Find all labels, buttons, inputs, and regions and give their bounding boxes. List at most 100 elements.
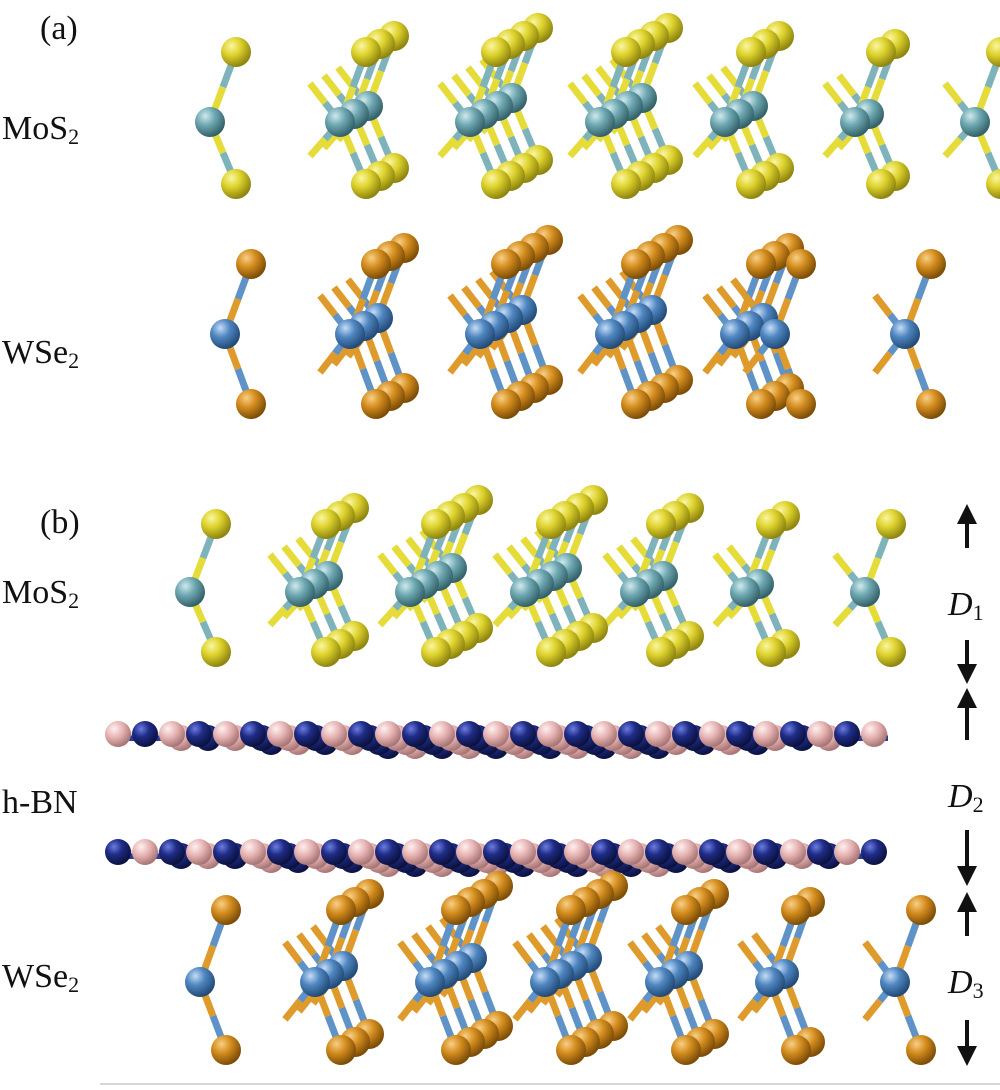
nitrogen-atom xyxy=(267,839,293,865)
bond xyxy=(512,940,533,965)
bond xyxy=(577,293,598,317)
bond xyxy=(267,552,288,576)
boron-atom xyxy=(213,721,239,747)
selenium-atom xyxy=(746,389,776,419)
sulfur-atom xyxy=(221,169,251,199)
bond xyxy=(602,552,623,576)
nitrogen-atom xyxy=(105,839,131,865)
nitrogen-atom xyxy=(321,839,347,865)
nitrogen-atom xyxy=(186,721,212,747)
tungsten-atom xyxy=(335,319,365,349)
panel-b-hbn-lower-sheet xyxy=(105,839,887,877)
nitrogen-atom xyxy=(753,839,779,865)
sulfur-atom xyxy=(311,509,341,539)
bond xyxy=(737,940,758,965)
sulfur-atom xyxy=(201,637,231,667)
panel-b-label: (b) xyxy=(40,504,80,541)
d2-down-arrow-icon xyxy=(957,830,977,886)
selenium-atom xyxy=(361,249,391,279)
selenium-atom xyxy=(786,389,816,419)
bond xyxy=(475,277,496,301)
d3-down-arrow-icon xyxy=(957,1020,977,1066)
sulfur-atom xyxy=(736,169,766,199)
bond xyxy=(506,544,527,568)
bond xyxy=(345,277,366,301)
nitrogen-atom xyxy=(618,721,644,747)
boron-atom xyxy=(645,721,671,747)
bond xyxy=(567,136,588,159)
bond xyxy=(567,81,588,105)
tungsten-atom xyxy=(595,319,625,349)
bond xyxy=(862,940,883,965)
d1-down-arrow-icon xyxy=(957,640,977,684)
boron-atom xyxy=(699,721,725,747)
bond xyxy=(595,65,616,89)
distance-d2-label: D2 xyxy=(948,778,984,817)
bond xyxy=(317,293,338,317)
boron-atom xyxy=(429,721,455,747)
bond xyxy=(267,606,288,628)
boron-atom xyxy=(834,839,860,865)
sulfur-atom xyxy=(421,637,451,667)
selenium-atom xyxy=(781,895,811,925)
bond xyxy=(526,932,547,957)
tungsten-atom xyxy=(465,319,495,349)
selenium-atom xyxy=(556,895,586,925)
bond xyxy=(737,998,758,1022)
nitrogen-atom xyxy=(159,839,185,865)
nitrogen-atom xyxy=(726,721,752,747)
boron-atom xyxy=(105,721,131,747)
tungsten-atom xyxy=(185,967,215,997)
bond xyxy=(321,73,342,97)
nitrogen-atom xyxy=(834,721,860,747)
nitrogen-atom xyxy=(672,721,698,747)
sulfur-atom xyxy=(221,37,251,67)
bond xyxy=(836,73,857,97)
selenium-atom xyxy=(236,389,266,419)
selenium-atom xyxy=(211,895,241,925)
bond xyxy=(712,606,733,628)
bond xyxy=(411,932,432,957)
bond xyxy=(377,606,398,628)
bond xyxy=(616,544,637,568)
sulfur-atom xyxy=(481,169,511,199)
bond xyxy=(437,136,458,159)
boron-atom xyxy=(672,839,698,865)
selenium-atom xyxy=(906,895,936,925)
bond xyxy=(391,544,412,568)
bond xyxy=(832,606,853,628)
boron-atom xyxy=(807,721,833,747)
sulfur-atom xyxy=(646,637,676,667)
selenium-atom xyxy=(746,249,776,279)
nitrogen-atom xyxy=(591,839,617,865)
sulfur-atom xyxy=(986,37,1000,67)
sulfur-atom xyxy=(756,637,786,667)
panel-a-mos2-layer xyxy=(195,13,1000,199)
nitrogen-atom xyxy=(375,839,401,865)
nitrogen-atom xyxy=(132,721,158,747)
tungsten-atom xyxy=(645,967,675,997)
nitrogen-atom xyxy=(429,839,455,865)
molybdenum-atom xyxy=(510,577,540,607)
bond xyxy=(726,544,747,568)
sulfur-atom xyxy=(736,37,766,67)
panel-a-wse2-label: WSe2 xyxy=(2,334,80,373)
nitrogen-atom xyxy=(564,721,590,747)
bond xyxy=(405,536,426,560)
molybdenum-atom xyxy=(455,107,485,137)
tungsten-atom xyxy=(755,967,785,997)
sulfur-atom xyxy=(611,37,641,67)
tungsten-atom xyxy=(530,967,560,997)
bond xyxy=(602,606,623,628)
panel-a-wse2-layer xyxy=(210,225,946,419)
nitrogen-atom xyxy=(402,721,428,747)
bond xyxy=(630,536,651,560)
bond xyxy=(282,940,303,965)
selenium-atom xyxy=(441,895,471,925)
bond xyxy=(822,136,843,159)
bond xyxy=(692,136,713,159)
boron-atom xyxy=(402,839,428,865)
panel-a-mos2-label: MoS2 xyxy=(2,110,80,149)
selenium-atom xyxy=(621,389,651,419)
